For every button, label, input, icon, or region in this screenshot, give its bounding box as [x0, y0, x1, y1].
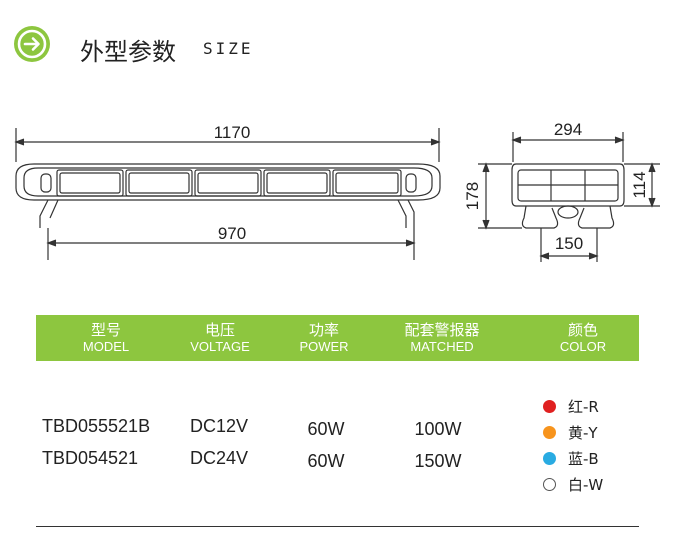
color-item-blue: 蓝-B — [543, 448, 599, 468]
dim-label-base-width: 150 — [555, 234, 583, 253]
dim-label-body-height: 114 — [630, 171, 649, 198]
column-header-color-cn: 颜色 — [567, 321, 599, 339]
lens-module — [194, 169, 262, 197]
color-item-red: 红-R — [543, 396, 599, 416]
yellow-dot-icon — [543, 425, 556, 439]
column-header-power-en: POWER — [299, 339, 349, 354]
column-header-power-cn: 功率 — [308, 321, 339, 339]
dimension-drawing: 1170 970 294 178 114 150 — [14, 120, 660, 262]
blue-dot-icon — [543, 451, 556, 465]
lens-module — [56, 169, 124, 197]
spec-table-header: 型号 MODEL 电压 VOLTAGE 功率 POWER 配套警报器 MATCH… — [36, 315, 639, 361]
section-title-en: SIZE — [203, 39, 254, 58]
lens-module — [332, 169, 402, 197]
light-bar-body — [15, 163, 441, 201]
lens-module — [263, 169, 331, 197]
end-cap-right — [405, 173, 417, 193]
column-header-voltage-en: VOLTAGE — [190, 339, 250, 354]
column-header-model-cn: 型号 — [90, 321, 122, 339]
color-label-white: 白-W — [568, 475, 604, 494]
column-header-model-en: MODEL — [82, 339, 130, 354]
row-1-power: 60W — [307, 419, 345, 439]
dim-label-overall-length: 1170 — [214, 123, 251, 142]
row-2-matched: 150W — [414, 451, 462, 471]
mount-foot-left — [39, 199, 49, 228]
dim-label-base-length: 970 — [218, 224, 246, 243]
white-dot-icon — [543, 477, 556, 491]
row-1-matched: 100W — [414, 419, 462, 439]
row-1-model: TBD055521B — [42, 416, 151, 436]
lens-module — [125, 169, 193, 197]
column-header-color-en: COLOR — [559, 339, 607, 354]
section-title: 外型参数 — [80, 38, 176, 66]
column-header-color: 颜色 COLOR — [560, 321, 606, 355]
side-mount-right — [577, 205, 615, 229]
column-header-voltage: 电压 VOLTAGE — [190, 321, 249, 355]
dim-label-height: 178 — [463, 182, 482, 210]
side-view-body — [511, 163, 625, 207]
bottom-divider — [36, 526, 639, 527]
color-label-red: 红-R — [568, 397, 599, 416]
column-header-matched-en: MATCHED — [410, 339, 474, 354]
side-mount-left — [521, 205, 559, 229]
column-header-model: 型号 MODEL — [83, 321, 129, 355]
arrow-right-circle-icon — [14, 26, 50, 62]
column-header-matched: 配套警报器 MATCHED — [404, 321, 479, 355]
color-item-white: 白-W — [543, 474, 603, 494]
column-header-power: 功率 POWER — [299, 321, 348, 355]
color-label-yellow: 黄-Y — [568, 423, 598, 442]
column-header-matched-cn: 配套警报器 — [404, 321, 480, 339]
red-dot-icon — [543, 399, 556, 413]
column-header-voltage-cn: 电压 — [204, 321, 236, 339]
row-2-power: 60W — [307, 451, 345, 471]
row-2-model: TBD054521 — [42, 448, 139, 468]
row-1-voltage: DC12V — [189, 416, 249, 436]
row-2-voltage: DC24V — [189, 448, 249, 468]
color-label-blue: 蓝-B — [568, 449, 599, 468]
end-cap-left — [40, 173, 52, 193]
mount-foot-right — [397, 199, 407, 228]
dim-label-depth: 294 — [554, 120, 582, 139]
color-item-yellow: 黄-Y — [543, 422, 598, 442]
